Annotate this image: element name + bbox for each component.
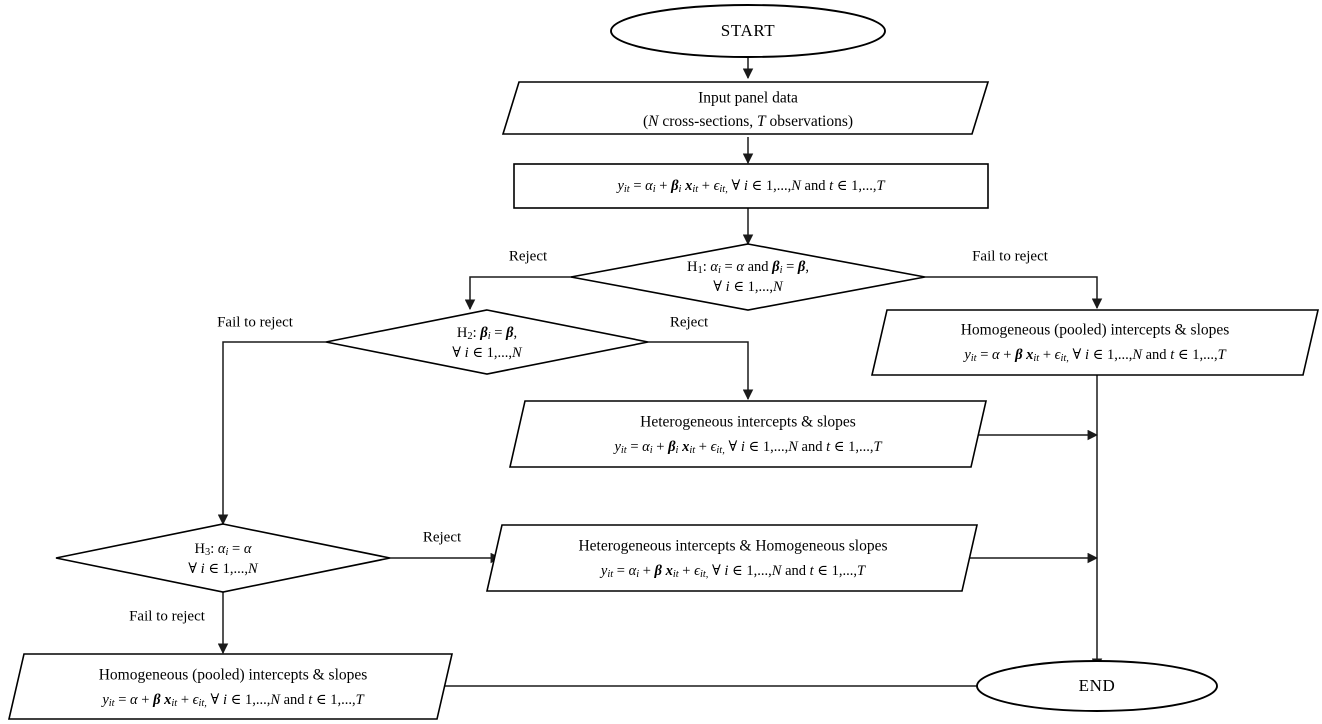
node-h1-decision[interactable]: H1: αi = α and βi = β, ∀ i ∈ 1,...,N	[570, 243, 926, 311]
node-h3-decision[interactable]: H3: αi = α ∀ i ∈ 1,...,N	[55, 523, 391, 593]
edges	[217, 52, 1103, 692]
pooled-bottom-line1: Homogeneous (pooled) intercepts & slopes	[99, 667, 368, 684]
h3-label-line2: ∀ i ∈ 1,...,N	[188, 561, 259, 577]
node-pooled-bottom[interactable]: Homogeneous (pooled) intercepts & slopes…	[7, 653, 454, 720]
edge-label-h3-fail: Fail to reject	[129, 608, 206, 624]
model-rectangle[interactable]	[513, 163, 989, 209]
edge-label-h1-fail: Fail to reject	[972, 248, 1049, 264]
node-h2-decision[interactable]: H2: βi = β, ∀ i ∈ 1,...,N	[325, 309, 649, 375]
hetero-both-parallelogram[interactable]	[508, 400, 988, 468]
pooled-right-line2: yit = α + β xit + ϵit, ∀ i ∈ 1,...,N and…	[962, 347, 1226, 364]
pooled-right-parallelogram[interactable]	[870, 309, 1320, 376]
end-ellipse[interactable]	[976, 660, 1218, 712]
edge-label-h2-reject: Reject	[670, 314, 709, 330]
node-start[interactable]: START	[610, 4, 886, 58]
edge-h1-fail-to-pooled-right	[925, 276, 1103, 310]
node-hetero-int[interactable]: Heterogeneous intercepts & Homogeneous s…	[485, 524, 979, 592]
h1-label-line1: H1: αi = α and βi = β,	[687, 259, 809, 276]
edge-h1-reject-to-h2	[464, 276, 572, 311]
h3-diamond[interactable]	[55, 523, 391, 593]
h2-label-line2: ∀ i ∈ 1,...,N	[452, 345, 523, 361]
edge-h2-fail-to-h3	[217, 341, 326, 526]
hetero-int-line2: yit = αi + β xit + ϵit, ∀ i ∈ 1,...,N an…	[599, 563, 866, 580]
hetero-int-parallelogram[interactable]	[485, 524, 979, 592]
input-label-line1: Input panel data	[698, 90, 798, 107]
edge-label-h2-fail: Fail to reject	[217, 314, 294, 330]
node-hetero-both[interactable]: Heterogeneous intercepts & slopes yit = …	[508, 400, 988, 468]
start-label: START	[721, 21, 775, 40]
edge-label-h1-reject: Reject	[509, 248, 548, 264]
pooled-bottom-parallelogram[interactable]	[7, 653, 454, 720]
h1-label-line2: ∀ i ∈ 1,...,N	[713, 279, 784, 295]
input-parallelogram[interactable]	[501, 81, 990, 135]
node-end[interactable]: END	[976, 660, 1218, 712]
input-label-line2: (N cross-sections, T observations)	[643, 113, 853, 130]
model-equation-text: yit = αi + βi xit + ϵit, ∀ i ∈ 1,...,N a…	[615, 178, 885, 195]
node-input-panel-data[interactable]: Input panel data (N cross-sections, T ob…	[501, 81, 990, 135]
end-label: END	[1079, 676, 1116, 695]
h2-label-line1: H2: βi = β,	[457, 325, 517, 342]
hetero-int-line1: Heterogeneous intercepts & Homogeneous s…	[578, 538, 887, 555]
edge-labels: Reject Fail to reject Fail to reject Rej…	[129, 248, 1049, 624]
edge-label-h3-reject: Reject	[423, 529, 462, 545]
hetero-both-line1: Heterogeneous intercepts & slopes	[640, 414, 856, 431]
h2-diamond[interactable]	[325, 309, 649, 375]
pooled-bottom-line2: yit = α + β xit + ϵit, ∀ i ∈ 1,...,N and…	[100, 692, 364, 709]
edge-h2-reject-to-hetero-both	[648, 341, 754, 401]
pooled-right-line1: Homogeneous (pooled) intercepts & slopes	[961, 322, 1230, 339]
h3-label-line1: H3: αi = α	[195, 541, 252, 558]
node-pooled-right[interactable]: Homogeneous (pooled) intercepts & slopes…	[870, 309, 1320, 376]
hetero-both-line2: yit = αi + βi xit + ϵit, ∀ i ∈ 1,...,N a…	[612, 439, 882, 456]
start-ellipse[interactable]	[610, 4, 886, 58]
h1-diamond[interactable]	[570, 243, 926, 311]
node-model-equation[interactable]: yit = αi + βi xit + ϵit, ∀ i ∈ 1,...,N a…	[513, 163, 989, 209]
